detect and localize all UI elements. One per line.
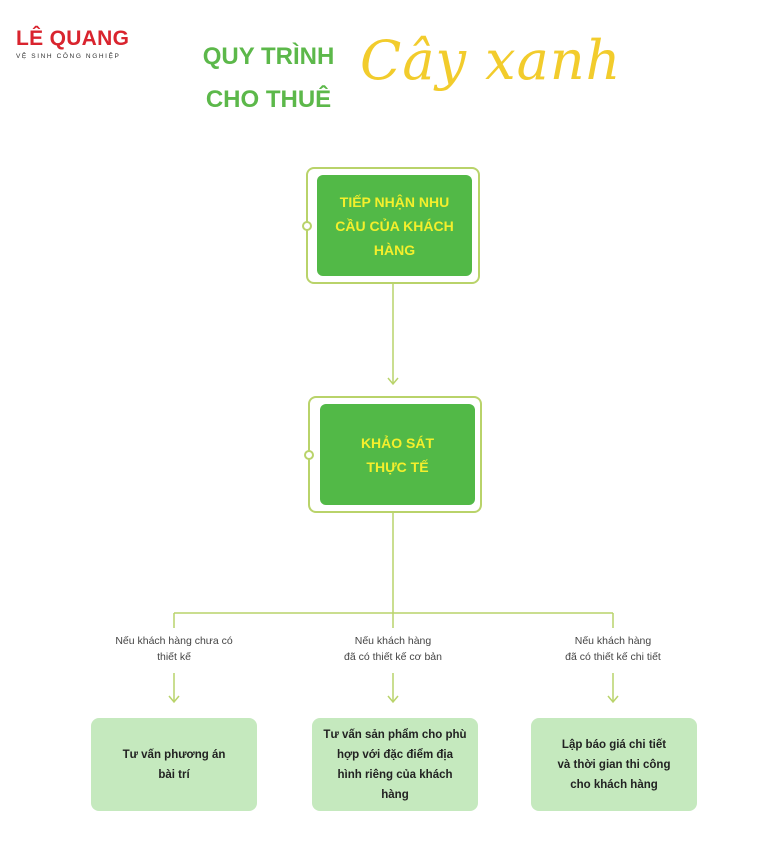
arrowhead-middle (387, 695, 399, 704)
condition-left-line-2: thiết kế (157, 651, 191, 663)
action-box-right: Lập báo giá chi tiết và thời gian thi cô… (531, 718, 697, 811)
action-left-line-2: bài trí (158, 768, 190, 781)
condition-middle-line-1: Nếu khách hàng (354, 635, 432, 647)
branch-condition-middle: Nếu khách hàng đã có thiết kế cơ bản (298, 633, 488, 665)
step-box-1: TIẾP NHẬN NHU CẦU CỦA KHÁCH HÀNG (317, 175, 472, 276)
arrowhead-right (607, 695, 619, 704)
step-1-line-2: CẦU CỦA KHÁCH (335, 217, 454, 234)
step-1-line-3: HÀNG (373, 241, 416, 258)
diagram-title: QUY TRÌNH CHO THUÊ (196, 35, 341, 121)
action-middle-line-1: Tư vấn sản phẩm cho phù (323, 728, 467, 741)
arrowhead-left (168, 695, 180, 704)
action-left-line-1: Tư vấn phương án (122, 748, 226, 761)
frame-dot-icon (304, 449, 314, 460)
brand-logo: LÊ QUANG VỆ SINH CÔNG NGHIỆP (16, 28, 129, 60)
arrowhead-step2 (387, 377, 399, 386)
condition-right-line-2: đã có thiết kế chi tiết (565, 651, 661, 663)
title-script: Cây xanh (360, 29, 622, 92)
step-1-line-1: TIẾP NHẬN NHU (339, 193, 450, 210)
condition-right-line-1: Nếu khách hàng (574, 635, 652, 647)
action-right-line-2: và thời gian thi công (557, 758, 671, 771)
condition-left-line-1: Nếu khách hàng chưa có (115, 635, 233, 647)
action-right-line-1: Lập báo giá chi tiết (561, 738, 667, 751)
title-line-1: QUY TRÌNH (202, 43, 335, 70)
branch-condition-left: Nếu khách hàng chưa có thiết kế (79, 633, 269, 665)
action-box-middle: Tư vấn sản phẩm cho phù hợp với đặc điểm… (312, 718, 478, 811)
step-2-line-1: KHẢO SÁT (360, 434, 435, 451)
condition-middle-line-2: đã có thiết kế cơ bản (344, 651, 442, 663)
action-middle-line-2: hợp với đặc điểm địa (336, 748, 454, 761)
action-right-line-3: cho khách hàng (570, 778, 658, 791)
action-middle-line-3: hình riêng của khách (337, 768, 453, 781)
action-box-left: Tư vấn phương án bài trí (91, 718, 257, 811)
step-2-line-2: THỰC TẾ (366, 458, 429, 475)
title-line-2: CHO THUÊ (205, 86, 332, 113)
logo-tagline: VỆ SINH CÔNG NGHIỆP (16, 53, 121, 60)
step-box-2: KHẢO SÁT THỰC TẾ (320, 404, 475, 505)
frame-dot-icon (302, 220, 312, 231)
branch-condition-right: Nếu khách hàng đã có thiết kế chi tiết (518, 633, 708, 665)
action-middle-line-4: hàng (381, 788, 409, 801)
logo-name: LÊ QUANG (16, 27, 130, 50)
